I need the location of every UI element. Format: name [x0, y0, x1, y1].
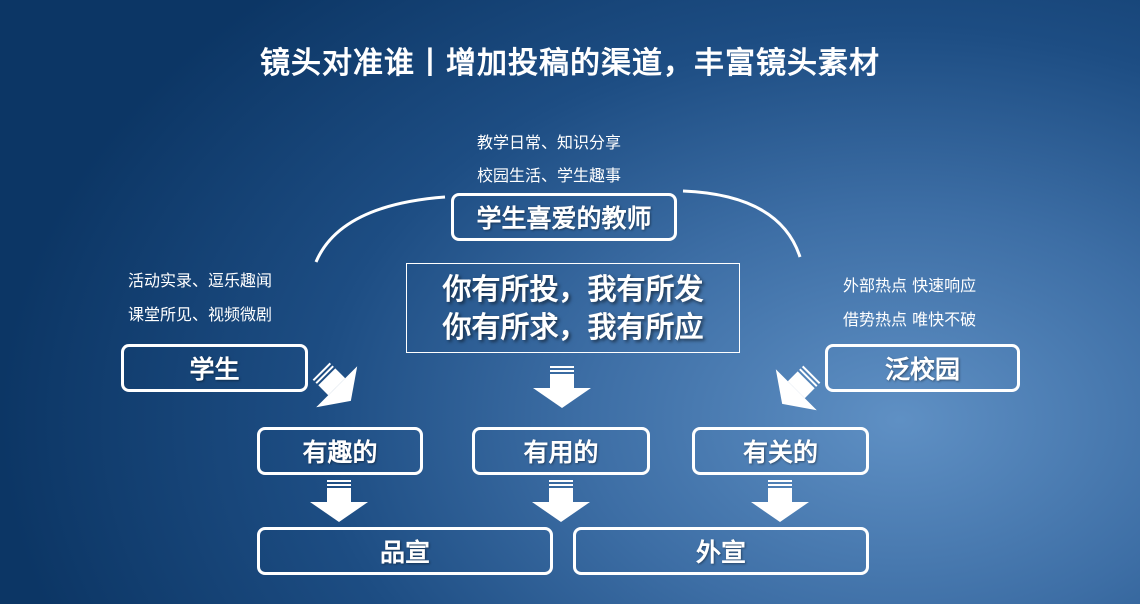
arrow-down-icon — [532, 480, 590, 522]
arrow-diagonal-left-icon — [312, 362, 358, 408]
category-related: 有关的 — [692, 427, 869, 475]
slogan-line-2: 你有所求，我有所应 — [442, 310, 704, 344]
slide-title: 镜头对准谁丨增加投稿的渠道，丰富镜头素材 — [260, 46, 880, 81]
teacher-desc-1: 教学日常、知识分享 — [477, 133, 622, 152]
teacher-desc-2: 校园生活、学生趣事 — [477, 166, 622, 185]
output-brand: 品宣 — [257, 527, 553, 575]
slogan-box: 你有所投，我有所发 你有所求，我有所应 — [406, 263, 740, 353]
arrow-diagonal-right-icon — [775, 365, 821, 411]
teacher-box: 学生喜爱的教师 — [451, 193, 677, 241]
student-desc-2: 课堂所见、视频微剧 — [128, 305, 273, 324]
arrow-down-icon — [751, 480, 809, 522]
campus-box: 泛校园 — [825, 344, 1020, 392]
arrow-down-icon — [310, 480, 368, 522]
campus-desc-2: 借势热点 唯快不破 — [843, 310, 977, 329]
student-box: 学生 — [121, 344, 308, 392]
output-external: 外宣 — [573, 527, 869, 575]
category-useful: 有用的 — [472, 427, 650, 475]
slogan-line-1: 你有所投，我有所发 — [442, 272, 704, 306]
arrow-down-icon — [533, 366, 591, 408]
campus-desc-1: 外部热点 快速响应 — [843, 276, 977, 295]
category-fun: 有趣的 — [257, 427, 423, 475]
student-desc-1: 活动实录、逗乐趣闻 — [128, 271, 273, 290]
